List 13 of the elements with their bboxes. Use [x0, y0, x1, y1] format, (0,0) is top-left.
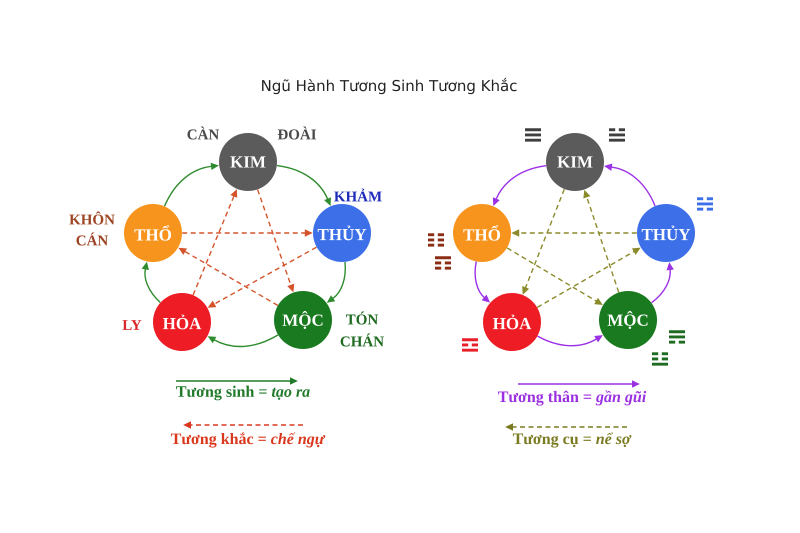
legend-text: Tương thân = gần gũi	[498, 390, 646, 406]
node-caption: LY	[122, 320, 142, 330]
diagram-title: Ngũ Hành Tương Sinh Tương Khắc	[262, 78, 517, 94]
node-caption: CÁN	[76, 232, 108, 246]
node-caption: CÀN	[188, 126, 220, 140]
node-caption: ĐOÀI	[278, 126, 316, 140]
node-caption: CHÁN	[340, 334, 384, 346]
legend-text: Tương khắc = chế ngự	[170, 432, 326, 448]
legend-text: Tương cụ = nể sợ	[512, 432, 632, 448]
node-caption: TÓN	[346, 312, 378, 324]
legend-text: Tương sinh = tạo ra	[176, 386, 310, 400]
node-caption: KHẢM	[334, 188, 382, 202]
node-caption: KHÔN	[69, 211, 115, 225]
